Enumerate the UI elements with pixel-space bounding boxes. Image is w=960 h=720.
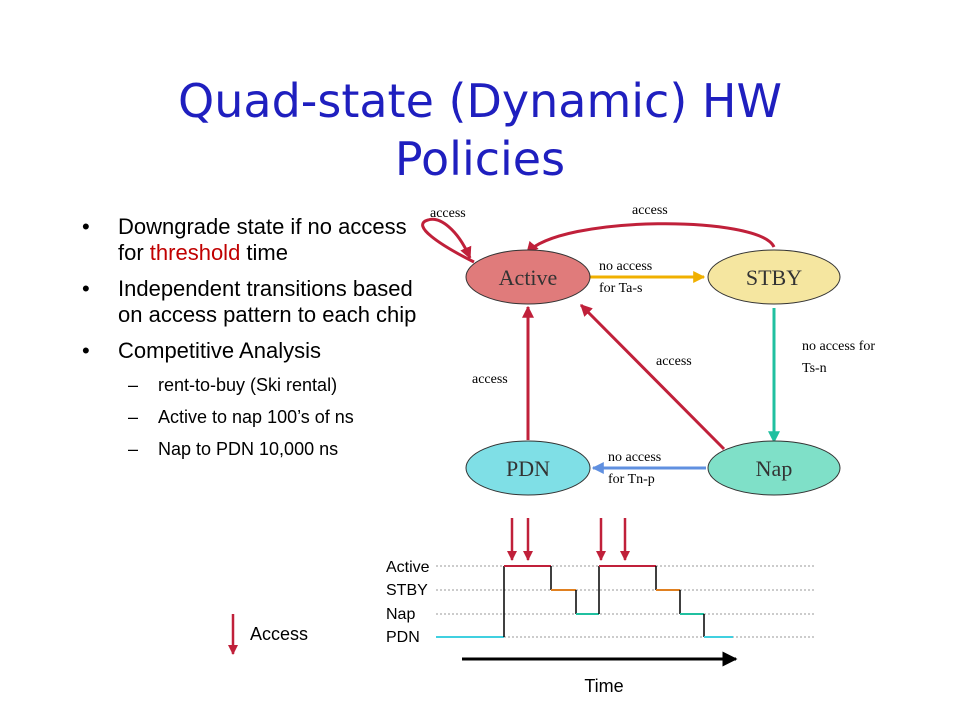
bullet-dot-icon: • [82,214,90,239]
label-nap-to-pdn-2: for Tn-p [608,472,655,487]
bullet-downgrade-text: Downgrade state if no access for [118,214,407,265]
bullet-independent: • Independent transitions based on acces… [80,276,430,328]
label-self-loop: access [430,206,466,221]
bullet-downgrade: • Downgrade state if no access for thres… [80,214,430,266]
slide-title-line-2: Policies [394,132,566,186]
bullet-dot-icon: • [82,276,90,301]
edge-stby-to-active [525,222,776,255]
sub-bullet-nap-pdn-text: Nap to PDN 10,000 ns [158,439,339,459]
timeline-level-stby: STBY [386,582,428,599]
state-pdn-label: PDN [506,456,550,481]
bullet-competitive-text: Competitive Analysis [118,338,321,363]
label-active-to-stby-1: no access [599,259,652,274]
state-active-label: Active [499,265,558,290]
dash-icon: – [128,407,139,427]
state-stby-label: STBY [746,265,802,290]
bullet-independent-text: Independent transitions based on access … [118,276,417,327]
sub-bullet-active-nap: – Active to nap 100’s of ns [80,406,430,428]
label-stby-to-nap-1: no access for [802,339,875,354]
legend-access-label: Access [250,624,308,644]
label-nap-to-pdn-1: no access [608,450,661,465]
state-pdn [465,440,591,496]
label-stby-to-nap-2: Ts-n [802,361,827,376]
edge-nap-to-active [579,303,726,451]
edge-self-loop [421,217,475,264]
sub-bullet-rent-text: rent-to-buy (Ski rental) [158,375,338,395]
label-pdn-to-active: access [472,372,508,387]
state-nap-label: Nap [756,456,793,481]
state-nap [707,440,841,496]
bullet-competitive: • Competitive Analysis [80,338,430,364]
bullet-threshold-highlight: threshold [149,240,241,265]
time-axis-label: Time [584,676,623,696]
timeline-level-nap: Nap [386,606,415,623]
bullet-downgrade-suffix: time [240,240,288,265]
timeline-level-active: Active [386,559,430,576]
sub-bullet-active-nap-text: Active to nap 100’s of ns [158,407,354,427]
dash-icon: – [128,439,139,459]
timeline: Active STBY Nap PDN Time Acces [228,518,816,696]
state-stby [707,249,841,305]
slide-title: Quad-state (Dynamic) HW Policies [80,72,880,188]
sub-bullet-nap-pdn: – Nap to PDN 10,000 ns [80,438,430,460]
sub-bullet-rent: – rent-to-buy (Ski rental) [80,374,430,396]
state-active [465,249,591,305]
timeline-level-pdn: PDN [386,629,420,646]
slide-title-line-1: Quad-state (Dynamic) HW [178,74,782,128]
label-nap-to-active: access [656,354,692,369]
bullet-dot-icon: • [82,338,90,363]
label-active-to-stby-2: for Ta-s [599,281,642,296]
label-stby-to-active: access [632,203,668,218]
bullet-list: • Downgrade state if no access for thres… [80,214,430,470]
dash-icon: – [128,375,139,395]
